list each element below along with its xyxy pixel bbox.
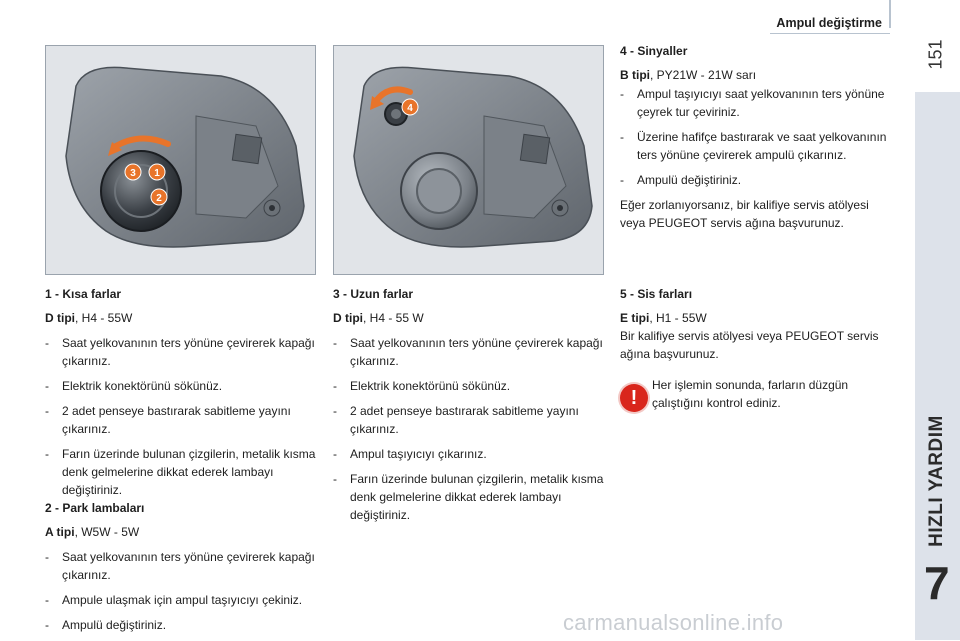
step: Ampulü değiştiriniz. — [45, 616, 320, 634]
step: 2 adet penseye bastırarak sabitleme yayı… — [333, 402, 608, 438]
badge-3: 3 — [130, 168, 136, 179]
section-5-note: Bir kalifiye servis atölyesi veya PEUGEO… — [620, 329, 879, 361]
badge-1: 1 — [154, 168, 160, 179]
watermark: carmanualsonline.info — [563, 610, 784, 635]
side-tab-title: HIZLI YARDIM — [926, 415, 947, 547]
section-5-title: 5 - Sis farları — [620, 287, 693, 301]
step: Saat yelkovanının ters yönüne çevirerek … — [45, 548, 320, 584]
section-title: Ampul değiştirme — [776, 16, 882, 30]
headlamp-figure-middle: 4 — [333, 45, 604, 275]
headlamp-illustration-left: 3 1 2 — [65, 66, 305, 248]
section-1-title: 1 - Kısa farlar — [45, 287, 122, 301]
step: Elektrik konektörünü sökünüz. — [45, 377, 320, 395]
chapter-number: 7 — [924, 557, 950, 609]
step: 2 adet penseye bastırarak sabitleme yayı… — [45, 402, 320, 438]
badge-2: 2 — [156, 193, 162, 204]
step: Farın üzerinde bulunan çizgilerin, metal… — [45, 445, 320, 499]
headlamp-figure-left: 3 1 2 — [45, 45, 316, 275]
section-5-type: E tipi, H1 - 55W — [620, 311, 707, 325]
section-3-steps: Saat yelkovanının ters yönüne çevirerek … — [333, 334, 608, 524]
section-fog-lamps: 5 - Sis farları E tipi, H1 - 55W Bir kal… — [620, 285, 892, 370]
warning-box: ! Her işlemin sonunda, farların düzgün ç… — [620, 376, 895, 412]
warning-icon: ! — [620, 384, 648, 412]
section-3-type: D tipi, H4 - 55 W — [333, 311, 424, 325]
section-4-steps: Ampul taşıyıcıyı saat yelkovanının ters … — [620, 85, 892, 189]
section-1-type: D tipi, H4 - 55W — [45, 311, 133, 325]
section-2-type: A tipi, W5W - 5W — [45, 525, 140, 539]
section-high-beam: 3 - Uzun farlar D tipi, H4 - 55 W Saat y… — [333, 285, 608, 531]
section-4-title: 4 - Sinyaller — [620, 44, 688, 58]
section-1-steps: Saat yelkovanının ters yönüne çevirerek … — [45, 334, 320, 499]
step: Ampulü değiştiriniz. — [620, 171, 892, 189]
page-number: 151 — [925, 39, 946, 70]
badge-4: 4 — [407, 103, 413, 114]
step: Saat yelkovanının ters yönüne çevirerek … — [45, 334, 320, 370]
header-divider — [770, 33, 890, 34]
section-indicators: 4 - Sinyaller B tipi, PY21W - 21W sarı A… — [620, 42, 892, 239]
step: Ampul taşıyıcıyı çıkarınız. — [333, 445, 608, 463]
side-tab — [915, 92, 960, 640]
step: Elektrik konektörünü sökünüz. — [333, 377, 608, 395]
section-4-type: B tipi, PY21W - 21W sarı — [620, 68, 757, 82]
step: Saat yelkovanının ters yönüne çevirerek … — [333, 334, 608, 370]
section-3-title: 3 - Uzun farlar — [333, 287, 414, 301]
step: Ampule ulaşmak için ampul taşıyıcıyı çek… — [45, 591, 320, 609]
header-vertical-divider — [889, 0, 891, 28]
section-low-beam: 1 - Kısa farlar D tipi, H4 - 55W Saat ye… — [45, 285, 320, 641]
section-4-note: Eğer zorlanıyorsanız, bir kalifiye servi… — [620, 198, 869, 230]
warning-text: Her işlemin sonunda, farların düzgün çal… — [652, 378, 849, 410]
section-2-title: 2 - Park lambaları — [45, 501, 145, 515]
headlamp-illustration-middle: 4 — [353, 66, 593, 248]
step: Ampul taşıyıcıyı saat yelkovanının ters … — [620, 85, 892, 121]
step: Üzerine hafifçe bastırarak ve saat yelko… — [620, 128, 892, 164]
section-2-steps: Saat yelkovanının ters yönüne çevirerek … — [45, 548, 320, 634]
step: Farın üzerinde bulunan çizgilerin, metal… — [333, 470, 608, 524]
